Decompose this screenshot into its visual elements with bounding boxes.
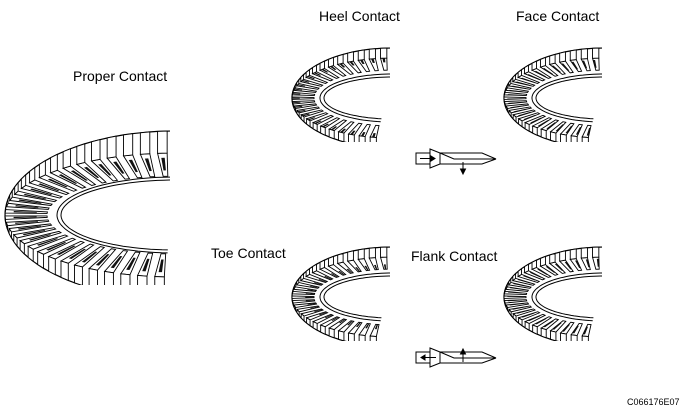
toe-contact-gear-icon <box>291 246 390 341</box>
figure-code: C066176E07 <box>627 397 680 407</box>
flank-contact-label: Flank Contact <box>411 248 498 264</box>
heel-contact-label: Heel Contact <box>319 8 400 24</box>
face-contact-gear-icon <box>503 47 602 142</box>
heel-contact-gear-icon <box>291 47 390 142</box>
proper-contact-label: Proper Contact <box>73 68 168 84</box>
face-contact-label: Face Contact <box>516 8 600 24</box>
adjustment-direction-icon <box>415 347 497 368</box>
toe-contact-label: Toe Contact <box>211 245 286 261</box>
flank-contact-gear-icon <box>503 246 602 341</box>
adjustment-direction-icon <box>415 148 497 176</box>
proper-contact-gear-icon <box>4 130 170 285</box>
